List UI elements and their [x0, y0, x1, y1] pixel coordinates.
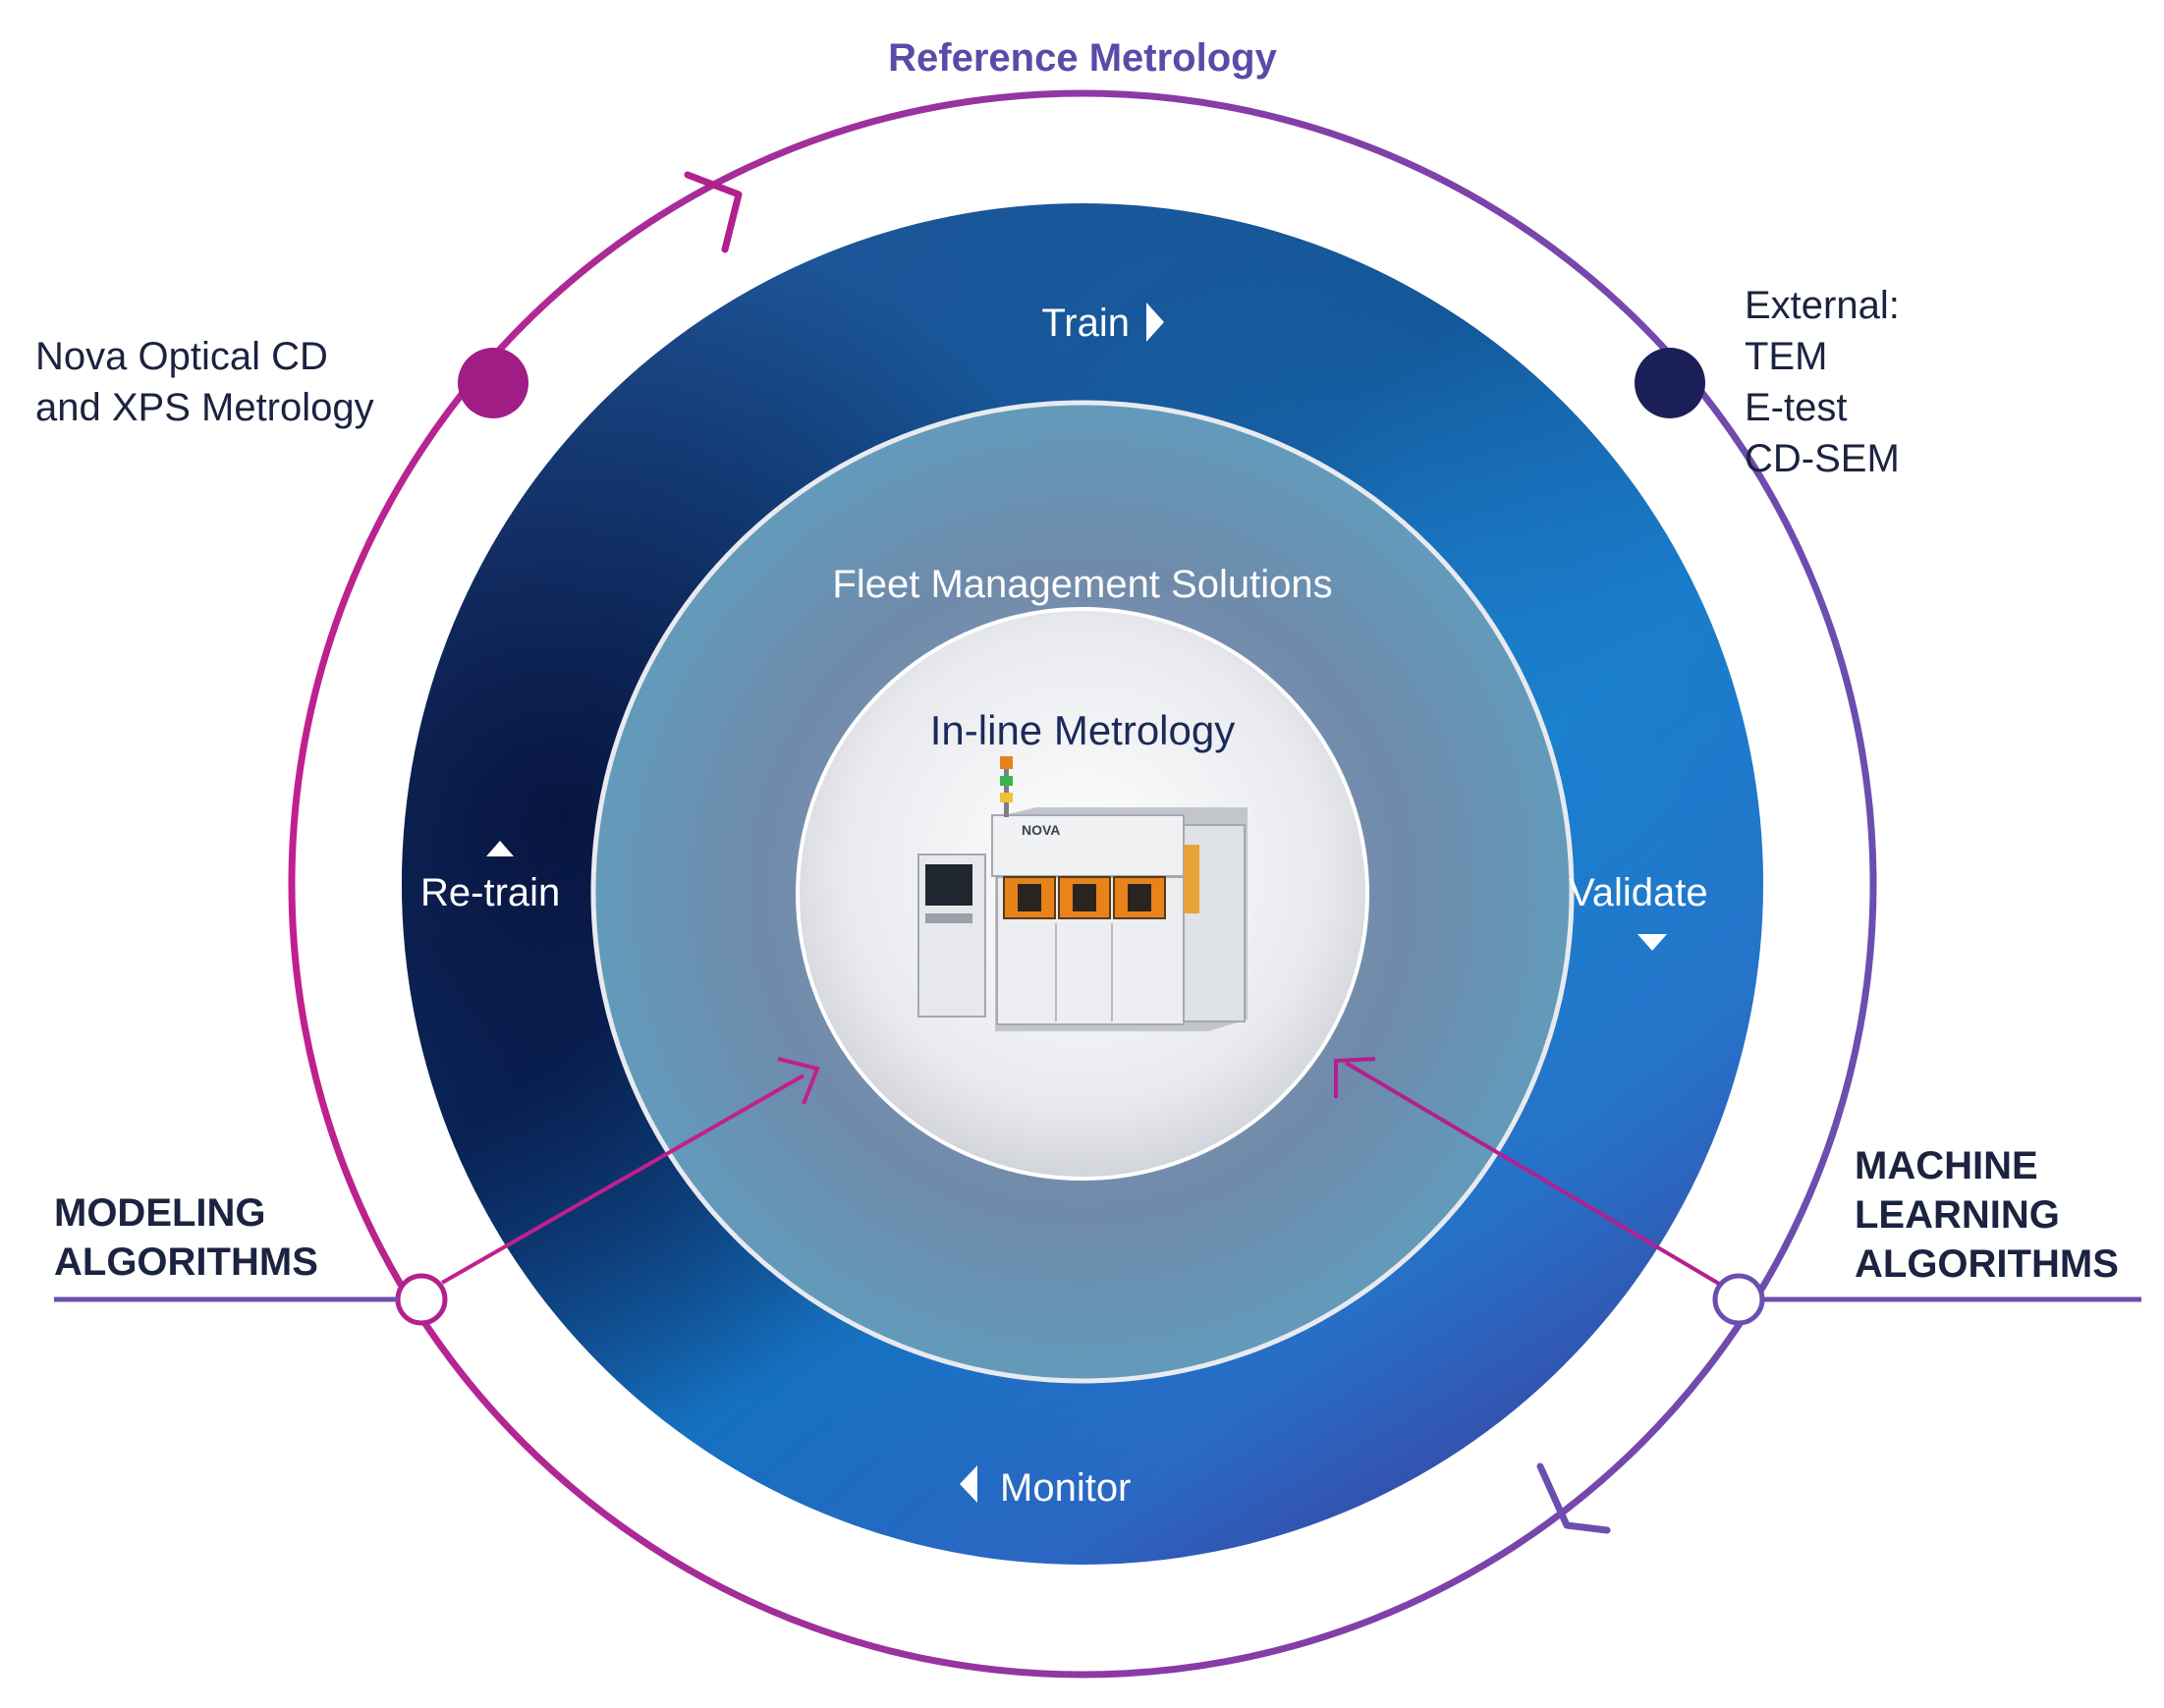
validate-step-label: Validate — [1569, 871, 1708, 914]
reference-metrology-loop — [288, 89, 1877, 1679]
validate-direction-icon — [1637, 934, 1667, 951]
ml-algorithms-line1: MACHINE — [1855, 1144, 2038, 1187]
inline-metrology-label: In-line Metrology — [930, 707, 1235, 753]
reference-metrology-title: Reference Metrology — [888, 36, 1277, 80]
external-label-line3: E-test — [1745, 386, 1847, 429]
retrain-direction-icon — [486, 841, 514, 856]
external-label-line2: TEM — [1745, 335, 1827, 378]
fleet-management-label: Fleet Management Solutions — [832, 563, 1332, 606]
monitor-direction-icon — [960, 1465, 977, 1503]
ml-to-core-arrow — [1344, 1061, 1721, 1286]
train-step-label: Train — [1041, 302, 1130, 345]
modeling-algorithms-node — [395, 1273, 448, 1326]
nova-metrology-label-line1: Nova Optical CD — [35, 335, 328, 378]
loop-direction-arrow-bottom — [1536, 1462, 1611, 1534]
train-direction-icon — [1146, 303, 1164, 342]
nova-metrology-label-line2: and XPS Metrology — [35, 386, 374, 429]
monitor-step-label: Monitor — [1000, 1466, 1131, 1510]
ml-algorithms-line3: ALGORITHMS — [1855, 1242, 2119, 1286]
modeling-to-core-arrow — [441, 1074, 805, 1285]
external-label-line1: External: — [1745, 284, 1900, 327]
ml-arrow-head — [1334, 1057, 1376, 1098]
modeling-algorithms-line1: MODELING — [54, 1191, 266, 1235]
external-metrology-node — [1635, 348, 1705, 418]
nova-metrology-node — [458, 348, 528, 418]
modeling-arrow-head — [777, 1057, 820, 1105]
external-label-line4: CD-SEM — [1745, 437, 1900, 480]
ml-algorithms-line2: LEARNING — [1855, 1193, 2060, 1237]
inline-metrology-tool-image: NOVA — [917, 756, 1248, 1031]
retrain-step-label: Re-train — [420, 871, 560, 914]
loop-direction-arrow-top — [684, 171, 743, 253]
modeling-algorithms-line2: ALGORITHMS — [54, 1240, 318, 1284]
tool-brand-label: NOVA — [1022, 822, 1060, 838]
ml-algorithms-node — [1712, 1273, 1765, 1326]
